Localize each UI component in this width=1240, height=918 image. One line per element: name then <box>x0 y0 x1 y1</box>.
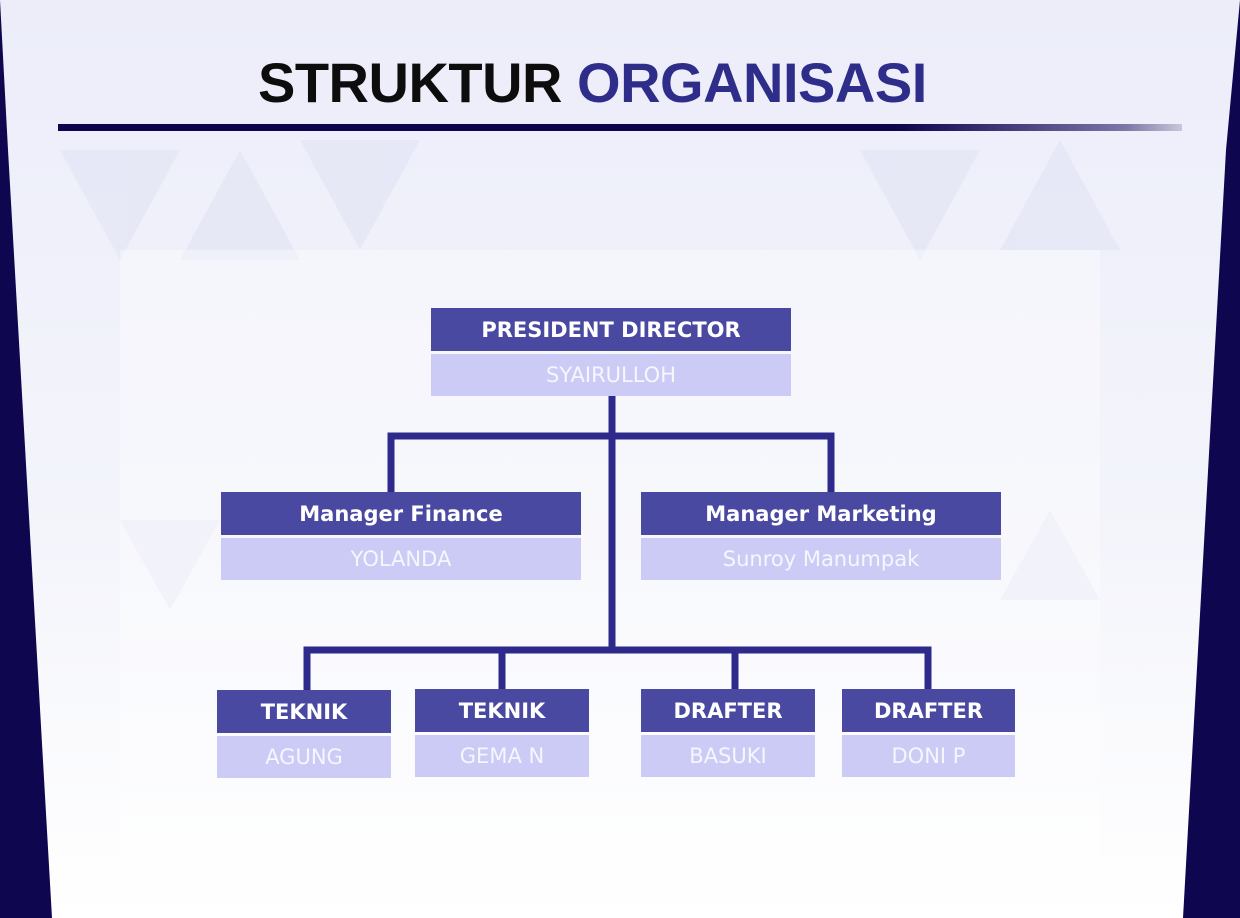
node-staff-1: TEKNIK AGUNG <box>217 690 391 778</box>
page-title: STRUKTUR ORGANISASI <box>258 48 927 118</box>
node-person-name: GEMA N <box>415 735 589 777</box>
node-manager-marketing: Manager Marketing Sunroy Manumpak <box>641 492 1001 580</box>
node-person-name: BASUKI <box>641 735 815 777</box>
title-underline <box>58 124 1182 131</box>
node-person-name: YOLANDA <box>221 538 581 580</box>
node-person-name: DONI P <box>842 735 1015 777</box>
node-person-name: Sunroy Manumpak <box>641 538 1001 580</box>
node-person-name: SYAIRULLOH <box>431 354 791 396</box>
node-role: Manager Marketing <box>641 492 1001 535</box>
node-role: PRESIDENT DIRECTOR <box>431 308 791 351</box>
title-word-1: STRUKTUR <box>258 51 562 114</box>
triangle-pattern <box>60 140 1120 610</box>
node-role: TEKNIK <box>217 690 391 733</box>
node-role: TEKNIK <box>415 689 589 732</box>
node-role: Manager Finance <box>221 492 581 535</box>
title-word-2: ORGANISASI <box>577 51 927 114</box>
node-staff-3: DRAFTER BASUKI <box>641 689 815 777</box>
node-manager-finance: Manager Finance YOLANDA <box>221 492 581 580</box>
node-staff-2: TEKNIK GEMA N <box>415 689 589 777</box>
node-person-name: AGUNG <box>217 736 391 778</box>
node-president: PRESIDENT DIRECTOR SYAIRULLOH <box>431 308 791 396</box>
node-role: DRAFTER <box>842 689 1015 732</box>
node-role: DRAFTER <box>641 689 815 732</box>
node-staff-4: DRAFTER DONI P <box>842 689 1015 777</box>
